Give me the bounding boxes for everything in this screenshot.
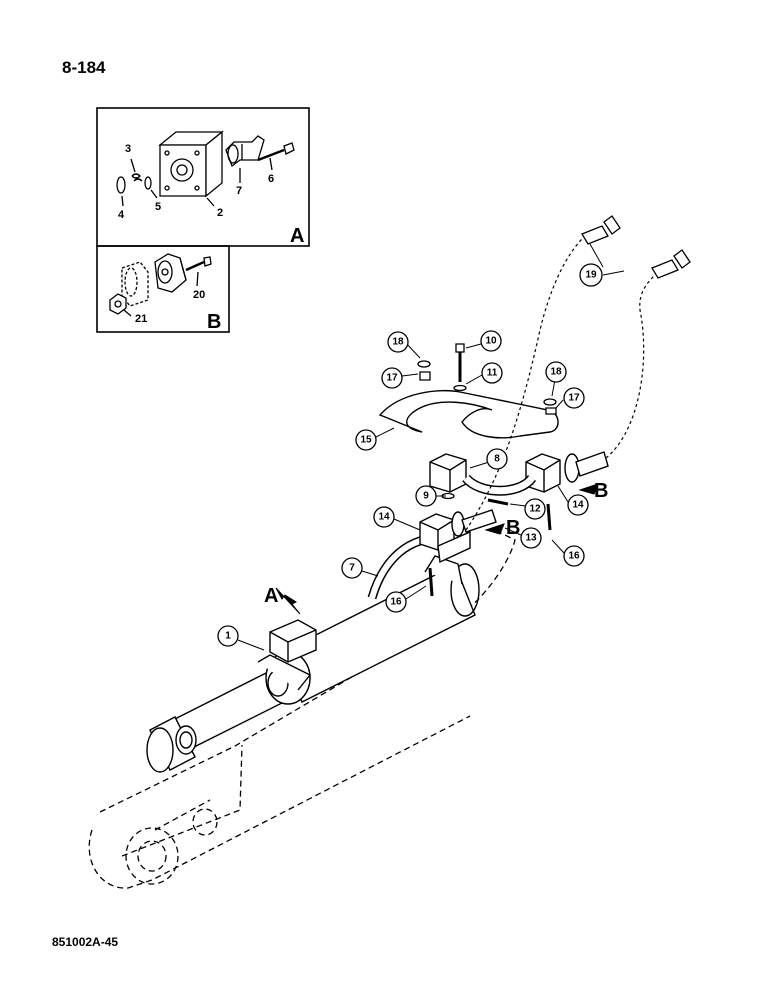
callout-11: 11 — [487, 368, 498, 379]
callout-10: 10 — [485, 336, 497, 347]
inset-a-label-6: 6 — [268, 173, 274, 185]
callout-7: 7 — [349, 563, 355, 574]
view-arrows — [275, 483, 599, 615]
callout-17-left: 17 — [386, 373, 398, 384]
callout-8: 8 — [494, 454, 500, 465]
inset-b-part-labels: 20 21 B — [135, 289, 221, 333]
inset-a-label-4: 4 — [118, 209, 125, 221]
callout-13: 13 — [525, 533, 537, 544]
callout-bubbles — [217, 263, 603, 647]
bracket-15 — [378, 389, 559, 439]
inset-a — [96, 107, 310, 247]
callout-leaders — [237, 243, 625, 651]
inset-a-label-5: 5 — [155, 201, 161, 213]
callout-15: 15 — [360, 435, 372, 446]
callout-17-right: 17 — [568, 393, 580, 404]
callout-12: 12 — [529, 504, 541, 515]
hose-19-right — [605, 269, 661, 459]
inset-a-label-3: 3 — [125, 143, 131, 155]
figure-code: 851002A-45 — [52, 935, 119, 949]
inset-a-part-labels: 3 4 5 7 6 2 A — [118, 143, 304, 247]
callout-18-right: 18 — [550, 367, 562, 378]
inset-a-label-7: 7 — [236, 185, 242, 197]
callout-19: 19 — [585, 270, 597, 281]
hose-19-left — [465, 235, 586, 531]
inset-a-view-letter: A — [290, 225, 304, 247]
callout-labels: 1 7 8 9 10 11 12 13 14 14 15 16 16 17 17… — [225, 270, 597, 642]
view-marker-b-center: B — [506, 517, 520, 539]
callout-9: 9 — [423, 491, 429, 502]
view-marker-a: A — [264, 585, 278, 607]
boom-cylinder — [146, 555, 480, 773]
hardware — [417, 343, 557, 597]
lower-block-assembly — [419, 509, 497, 564]
page-number: 8-184 — [62, 58, 106, 77]
inset-b-label-20: 20 — [193, 289, 205, 301]
tube-8-inner — [463, 475, 535, 495]
callout-18-left: 18 — [392, 337, 404, 348]
callout-16-right: 16 — [568, 551, 580, 562]
upper-block-assembly — [429, 451, 609, 493]
hose-fittings-19 — [581, 215, 691, 279]
callout-14-left: 14 — [378, 512, 390, 523]
inset-b — [96, 245, 230, 333]
view-marker-b-right: B — [594, 480, 608, 502]
inset-b-view-letter: B — [207, 311, 221, 333]
callout-16-left: 16 — [390, 597, 402, 608]
inset-a-label-2: 2 — [217, 207, 223, 219]
callout-14-right: 14 — [572, 500, 584, 511]
inset-b-label-21: 21 — [135, 313, 147, 325]
callout-1: 1 — [225, 631, 231, 642]
